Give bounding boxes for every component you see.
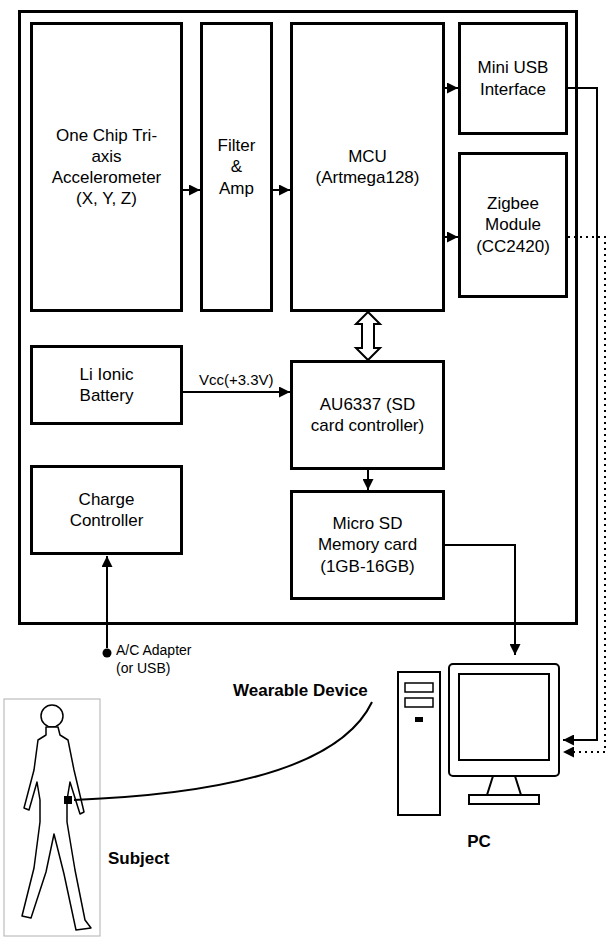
monitor-stand bbox=[487, 776, 521, 795]
node-label: Li Ionic Battery bbox=[62, 364, 152, 407]
node-label: Charge Controller bbox=[57, 489, 157, 532]
double-arrow bbox=[356, 312, 380, 360]
pc-node: PC bbox=[395, 655, 563, 855]
sensor-block: One Chip Tri-axis Accelerometer (X, Y, Z… bbox=[30, 22, 183, 312]
human-head bbox=[41, 705, 63, 727]
node-label: Filter & Amp bbox=[214, 135, 260, 199]
subject-frame bbox=[4, 699, 100, 936]
signal-arrow bbox=[367, 470, 369, 490]
filter-block: Filter & Amp bbox=[200, 22, 273, 312]
adapter-label: A/C Adapter (or USB) bbox=[116, 642, 202, 677]
signal-arrow bbox=[445, 87, 458, 89]
monitor-base bbox=[469, 795, 539, 804]
subject-label: Subject bbox=[108, 848, 169, 869]
controller-block: AU6337 (SD card controller) bbox=[290, 360, 445, 470]
monitor-frame bbox=[449, 664, 559, 776]
node-label: PC bbox=[395, 831, 563, 852]
usb-block: Mini USB Interface bbox=[458, 22, 568, 135]
radio-block: Zigbee Module (CC2420) bbox=[458, 152, 568, 298]
signal-arrow bbox=[183, 189, 200, 191]
node-label: One Chip Tri-axis Accelerometer (X, Y, Z… bbox=[44, 125, 169, 210]
wireless-link bbox=[563, 237, 605, 752]
mcu-block: MCU (Artmega128) bbox=[290, 22, 445, 312]
signal-arrow bbox=[445, 236, 458, 238]
signal-arrow bbox=[273, 189, 290, 191]
monitor-screen bbox=[459, 674, 549, 760]
device-housing: Wearable DeviceOne Chip Tri-axis Acceler… bbox=[18, 10, 578, 625]
signal-arrow bbox=[183, 391, 290, 393]
signal-arrow bbox=[445, 545, 515, 655]
button bbox=[415, 717, 423, 722]
signal-arrow bbox=[563, 88, 597, 740]
human-figure bbox=[22, 727, 91, 930]
leader-line bbox=[74, 702, 372, 800]
plug-dot bbox=[103, 649, 112, 658]
node-label: Mini USB Interface bbox=[468, 57, 558, 100]
node-label: MCU (Artmega128) bbox=[310, 146, 425, 189]
node-label: Zigbee Module (CC2420) bbox=[468, 193, 558, 257]
voltage-label: Vcc(+3.3V) bbox=[198, 371, 275, 389]
memory-block: Micro SD Memory card (1GB-16GB) bbox=[290, 490, 445, 600]
node-label: Wearable Device bbox=[233, 680, 368, 701]
drive-slot bbox=[405, 683, 433, 692]
battery-block: Li Ionic Battery bbox=[30, 345, 183, 425]
tower-case bbox=[398, 672, 440, 815]
sensor-mark bbox=[64, 796, 72, 804]
power-wire bbox=[106, 556, 108, 648]
node-label: Micro SD Memory card (1GB-16GB) bbox=[309, 513, 427, 577]
node-label: AU6337 (SD card controller) bbox=[308, 394, 428, 437]
charger-block: Charge Controller bbox=[30, 465, 183, 555]
computer-icon bbox=[395, 655, 563, 825]
drive-slot bbox=[405, 698, 433, 707]
